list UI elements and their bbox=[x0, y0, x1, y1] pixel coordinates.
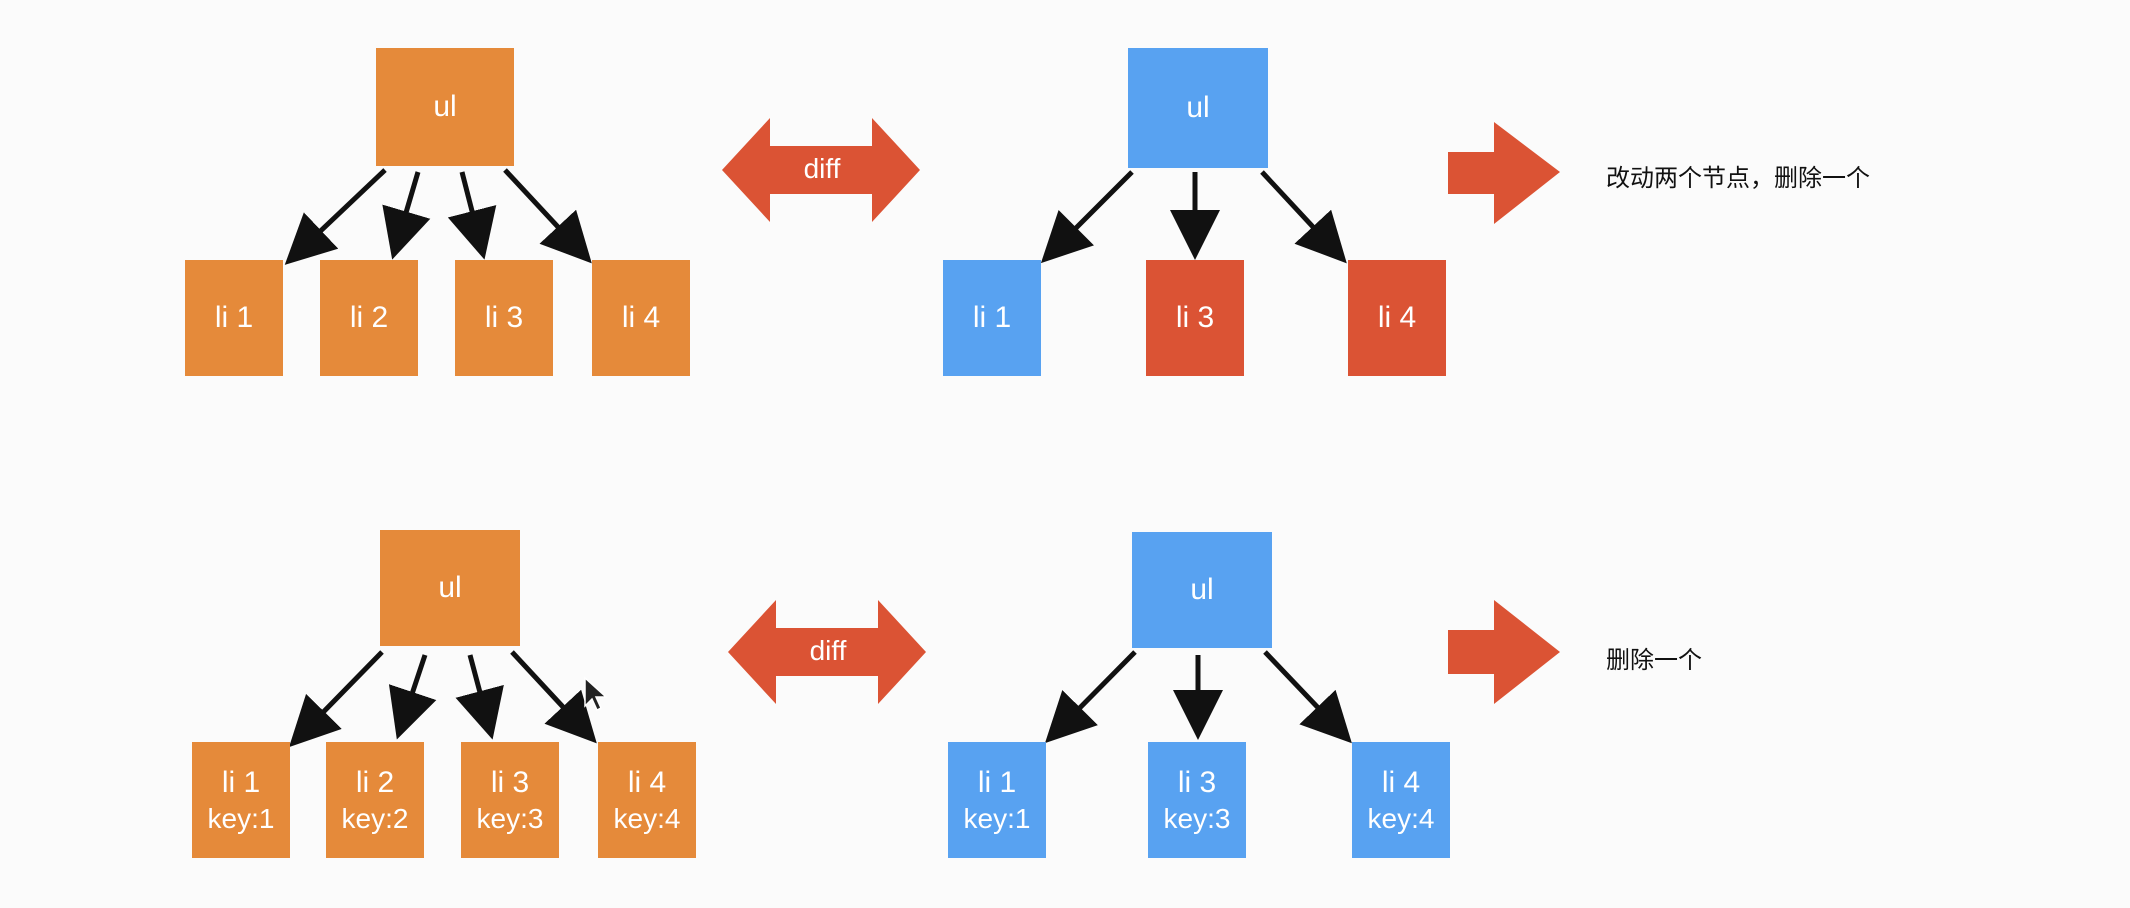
top-new-leaf-1-label: li 1 bbox=[972, 301, 1012, 335]
bottom-new-leaf-2: li 3 key:3 bbox=[1148, 742, 1246, 858]
top-new-root-label: ul bbox=[1186, 91, 1210, 125]
diff-double-arrow-top bbox=[722, 118, 920, 222]
bottom-new-leaf-3-key: key:4 bbox=[1367, 803, 1435, 835]
bottom-old-leaf-4-label: li 4 bbox=[627, 765, 667, 799]
connector-bottom-old-3 bbox=[455, 654, 504, 740]
bottom-new-root: ul bbox=[1132, 532, 1272, 648]
top-new-root: ul bbox=[1128, 48, 1268, 168]
top-new-leaf-2-label: li 3 bbox=[1175, 301, 1215, 335]
bottom-new-leaf-3-label: li 4 bbox=[1381, 765, 1421, 799]
bottom-old-root: ul bbox=[380, 530, 520, 646]
connector-top-new-1 bbox=[1040, 170, 1134, 264]
top-new-leaf-2: li 3 bbox=[1146, 260, 1244, 376]
top-new-leaf-1: li 1 bbox=[943, 260, 1041, 376]
connector-top-old-1 bbox=[284, 168, 387, 265]
diff-label-top: diff bbox=[803, 153, 841, 184]
bottom-old-leaf-2-key: key:2 bbox=[341, 803, 409, 835]
top-old-leaf-4-label: li 4 bbox=[621, 301, 661, 335]
top-old-leaf-2: li 2 bbox=[320, 260, 418, 376]
connector-bottom-old-2 bbox=[388, 654, 437, 740]
mouse-cursor-icon bbox=[584, 676, 608, 712]
bottom-old-leaf-4-key: key:4 bbox=[613, 803, 681, 835]
top-new-leaf-3-label: li 4 bbox=[1377, 301, 1417, 335]
top-old-root: ul bbox=[376, 48, 514, 166]
result-note-top: 改动两个节点，删除一个 bbox=[1606, 165, 1870, 192]
top-old-leaf-3-label: li 3 bbox=[484, 301, 524, 335]
bottom-old-leaf-1-key: key:1 bbox=[207, 803, 275, 835]
bottom-new-root-label: ul bbox=[1190, 573, 1214, 607]
bottom-old-leaf-4: li 4 key:4 bbox=[598, 742, 696, 858]
bottom-old-leaf-2-label: li 2 bbox=[355, 765, 395, 799]
bottom-new-leaf-2-key: key:3 bbox=[1163, 803, 1231, 835]
top-old-leaf-2-label: li 2 bbox=[349, 301, 389, 335]
top-old-leaf-4: li 4 bbox=[592, 260, 690, 376]
bottom-old-leaf-1-label: li 1 bbox=[221, 765, 261, 799]
connector-bottom-new-1 bbox=[1044, 650, 1137, 744]
top-old-leaf-1-label: li 1 bbox=[214, 301, 254, 335]
top-old-leaf-3: li 3 bbox=[455, 260, 553, 376]
bottom-new-leaf-3: li 4 key:4 bbox=[1352, 742, 1450, 858]
connector-top-old-2 bbox=[382, 171, 431, 260]
connector-bottom-old-4 bbox=[510, 650, 597, 744]
bottom-old-root-label: ul bbox=[438, 571, 462, 605]
diff-label-bottom: diff bbox=[809, 635, 847, 666]
bottom-new-leaf-1-key: key:1 bbox=[963, 803, 1031, 835]
result-note-bottom: 删除一个 bbox=[1606, 647, 1702, 674]
result-arrow-top bbox=[1448, 122, 1560, 224]
top-old-leaf-1: li 1 bbox=[185, 260, 283, 376]
connector-bottom-new-3 bbox=[1263, 650, 1352, 744]
bottom-old-leaf-2: li 2 key:2 bbox=[326, 742, 424, 858]
top-new-leaf-3: li 4 bbox=[1348, 260, 1446, 376]
top-old-root-label: ul bbox=[433, 90, 457, 124]
connector-top-old-4 bbox=[503, 168, 592, 264]
bottom-new-leaf-1: li 1 key:1 bbox=[948, 742, 1046, 858]
result-arrow-bottom bbox=[1448, 600, 1560, 704]
diff-double-arrow-bottom bbox=[728, 600, 926, 704]
bottom-old-leaf-3: li 3 key:3 bbox=[461, 742, 559, 858]
bottom-new-leaf-2-label: li 3 bbox=[1177, 765, 1217, 799]
connector-bottom-old-1 bbox=[289, 650, 384, 748]
bottom-old-leaf-1: li 1 key:1 bbox=[192, 742, 290, 858]
bottom-new-leaf-1-label: li 1 bbox=[977, 765, 1017, 799]
connector-top-old-3 bbox=[447, 171, 497, 260]
connector-top-new-3 bbox=[1260, 170, 1347, 264]
bottom-old-leaf-3-label: li 3 bbox=[490, 765, 530, 799]
bottom-old-leaf-3-key: key:3 bbox=[476, 803, 544, 835]
